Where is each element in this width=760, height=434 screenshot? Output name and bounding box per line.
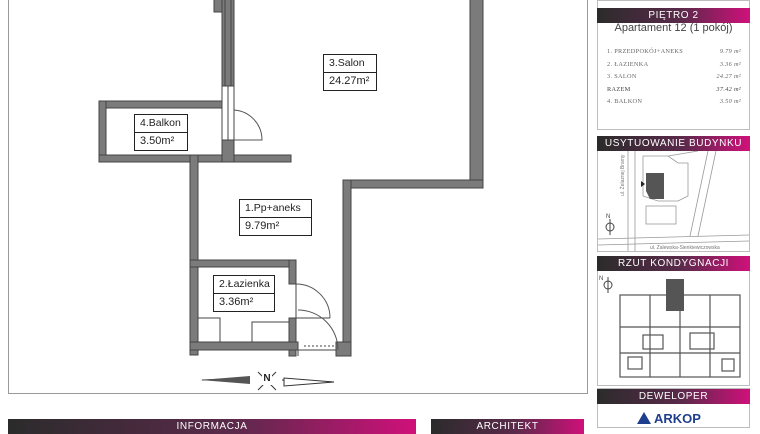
row-label: 2. ŁAZIENKA — [607, 60, 649, 68]
room-area: 9.79m² — [245, 220, 280, 232]
table-row: 4. BALKON 3.50 m² — [607, 98, 741, 111]
wall-top-stub — [213, 0, 223, 13]
room-label-pp-aneks: 1.Pp+aneks 9.79m² — [239, 199, 312, 236]
street-label: ul. Żelaznej Bramy — [619, 154, 626, 196]
sidebar: PIĘTRO 2 Apartament 12 (1 pokój) 1. PRZE… — [597, 0, 750, 428]
wall-balcony-left — [98, 100, 107, 162]
location-map: ul. Zalewska-Sienkiewiczowska ul. Żelazn… — [598, 151, 749, 251]
wall-salon-bottom — [342, 179, 484, 189]
compass-arrow — [200, 371, 335, 391]
table-row: 3. SALON 24.27 m² — [607, 73, 741, 86]
developer-name: ARKOP — [654, 411, 701, 426]
row-value: 9.79 m² — [719, 48, 741, 55]
room-name: 4.Balkon — [135, 115, 187, 133]
row-value: 3.50 m² — [719, 98, 741, 105]
wall-salon-inner — [342, 179, 352, 357]
arkop-logo-icon — [637, 412, 651, 424]
room-name: 3.Salon — [324, 55, 376, 73]
floor-title: PIĘTRO 2 — [597, 8, 750, 23]
table-row: 2. ŁAZIENKA 3.36 m² — [607, 61, 741, 74]
developer-logo: ARKOP — [637, 411, 701, 426]
wall-salon-left-lower — [221, 139, 235, 163]
row-value: 37.42 m² — [716, 85, 741, 93]
room-label-balkon: 4.Balkon 3.50m² — [134, 114, 188, 151]
map-n-label: N — [606, 214, 610, 220]
street-label: ul. Zalewska-Sienkiewiczowska — [650, 245, 720, 251]
apartment-title: Apartament 12 (1 pokój) — [614, 22, 733, 34]
developer-title: DEWELOPER — [597, 389, 750, 404]
compass-label: N — [262, 373, 272, 385]
table-row-total: RAZEM 37.42 m² — [607, 86, 741, 99]
wall-salon-right — [469, 0, 484, 189]
wall-balcony-top — [98, 100, 223, 109]
wall-bottom-right — [335, 341, 352, 357]
wall-salon-left-upper — [221, 0, 235, 87]
area-table: 1. PRZEDPOKÓJ+ANEKS 9.79 m² 2. ŁAZIENKA … — [607, 48, 741, 111]
room-name: 1.Pp+aneks — [240, 200, 311, 218]
info-bar: INFORMACJA — [8, 419, 416, 434]
overview-n-label: N — [599, 276, 603, 282]
row-label: 1. PRZEDPOKÓJ+ANEKS — [607, 48, 684, 55]
wall-bath-top — [189, 259, 297, 268]
wall-hall-left — [189, 154, 199, 356]
floorplan-box — [597, 256, 750, 386]
room-label-salon: 3.Salon 24.27m² — [323, 54, 377, 91]
room-label-lazienka: 2.Łazienka 3.36m² — [213, 275, 275, 312]
room-area: 3.36m² — [219, 296, 254, 308]
plan-frame — [8, 0, 588, 394]
row-label: 4. BALKON — [607, 98, 643, 105]
room-area: 3.50m² — [140, 135, 175, 147]
floor-plan: 3.Salon 24.27m² 4.Balkon 3.50m² 1.Pp+ane… — [8, 0, 588, 394]
room-area: 24.27m² — [329, 75, 370, 87]
wall-bottom — [189, 341, 299, 351]
table-row: 1. PRZEDPOKÓJ+ANEKS 9.79 m² — [607, 48, 741, 61]
room-name: 2.Łazienka — [214, 276, 274, 294]
row-value: 3.36 m² — [719, 60, 741, 68]
architect-bar: ARCHITEKT — [431, 419, 584, 434]
row-label: RAZEM — [607, 85, 631, 93]
floorplan-title: RZUT KONDYGNACJI — [597, 256, 750, 271]
row-label: 3. SALON — [607, 73, 637, 80]
floorplan-overview: N — [599, 276, 741, 378]
row-value: 24.27 m² — [716, 73, 741, 80]
location-title: USYTUOWANIE BUDYNKU — [597, 136, 750, 151]
wall-bath-right-top — [288, 259, 297, 285]
